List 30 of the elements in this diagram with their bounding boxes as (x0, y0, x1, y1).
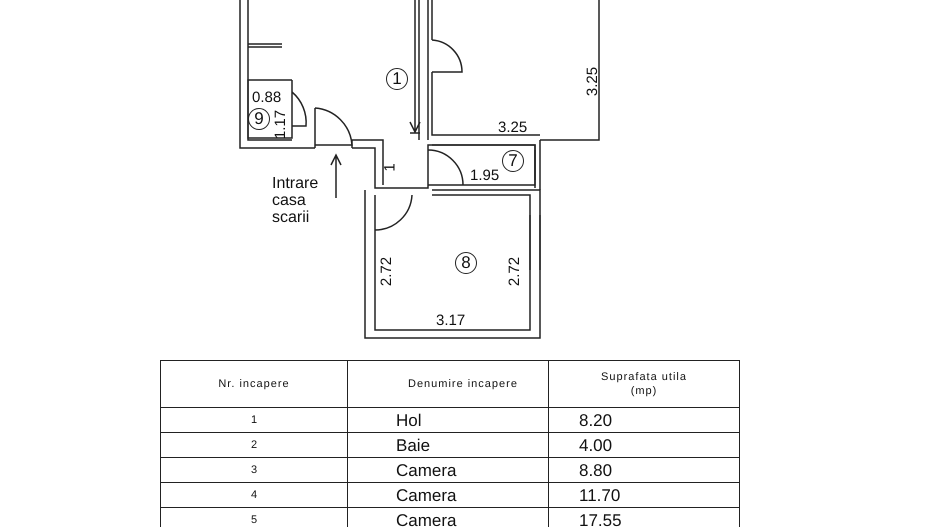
room-number: 8 (455, 252, 477, 274)
dimension-label: 2.72 (507, 256, 522, 286)
dimension-label: 1 (382, 163, 398, 172)
dimension-label: 1.95 (470, 168, 500, 183)
table-header-cell: Nr. incapere (160, 360, 348, 408)
table-cell: 3 (160, 458, 348, 482)
dimension-label: 1.17 (273, 110, 288, 140)
room-number: 1 (386, 68, 408, 90)
table-cell: 8.20 (548, 408, 740, 432)
dimension-label: 3.25 (585, 66, 600, 96)
dimension-label: 3.17 (436, 313, 466, 328)
dimension-label: 3.25 (498, 120, 528, 135)
entrance-note: Intrare casa scarii (272, 175, 320, 226)
table-cell: 4.00 (548, 432, 740, 458)
table-cell: 1 (160, 408, 348, 432)
table-cell: 8.80 (548, 458, 740, 482)
table-header-cell: Suprafata utila (mp) (548, 360, 740, 408)
table-header-cell: Denumire incapere (348, 360, 548, 408)
dimension-label: 2.72 (379, 256, 394, 286)
table-cell: Hol (348, 408, 548, 432)
table-cell: Camera (348, 482, 548, 508)
table-cell: Camera (348, 458, 548, 482)
dimension-label: 0.88 (252, 90, 282, 105)
table-cell: Baie (348, 432, 548, 458)
room-number: 9 (248, 108, 270, 130)
room-number: 7 (502, 150, 524, 172)
table-cell: 5 (160, 508, 348, 527)
table-cell: 11.70 (548, 482, 740, 508)
table-cell: 4 (160, 482, 348, 508)
table-cell: 2 (160, 432, 348, 458)
